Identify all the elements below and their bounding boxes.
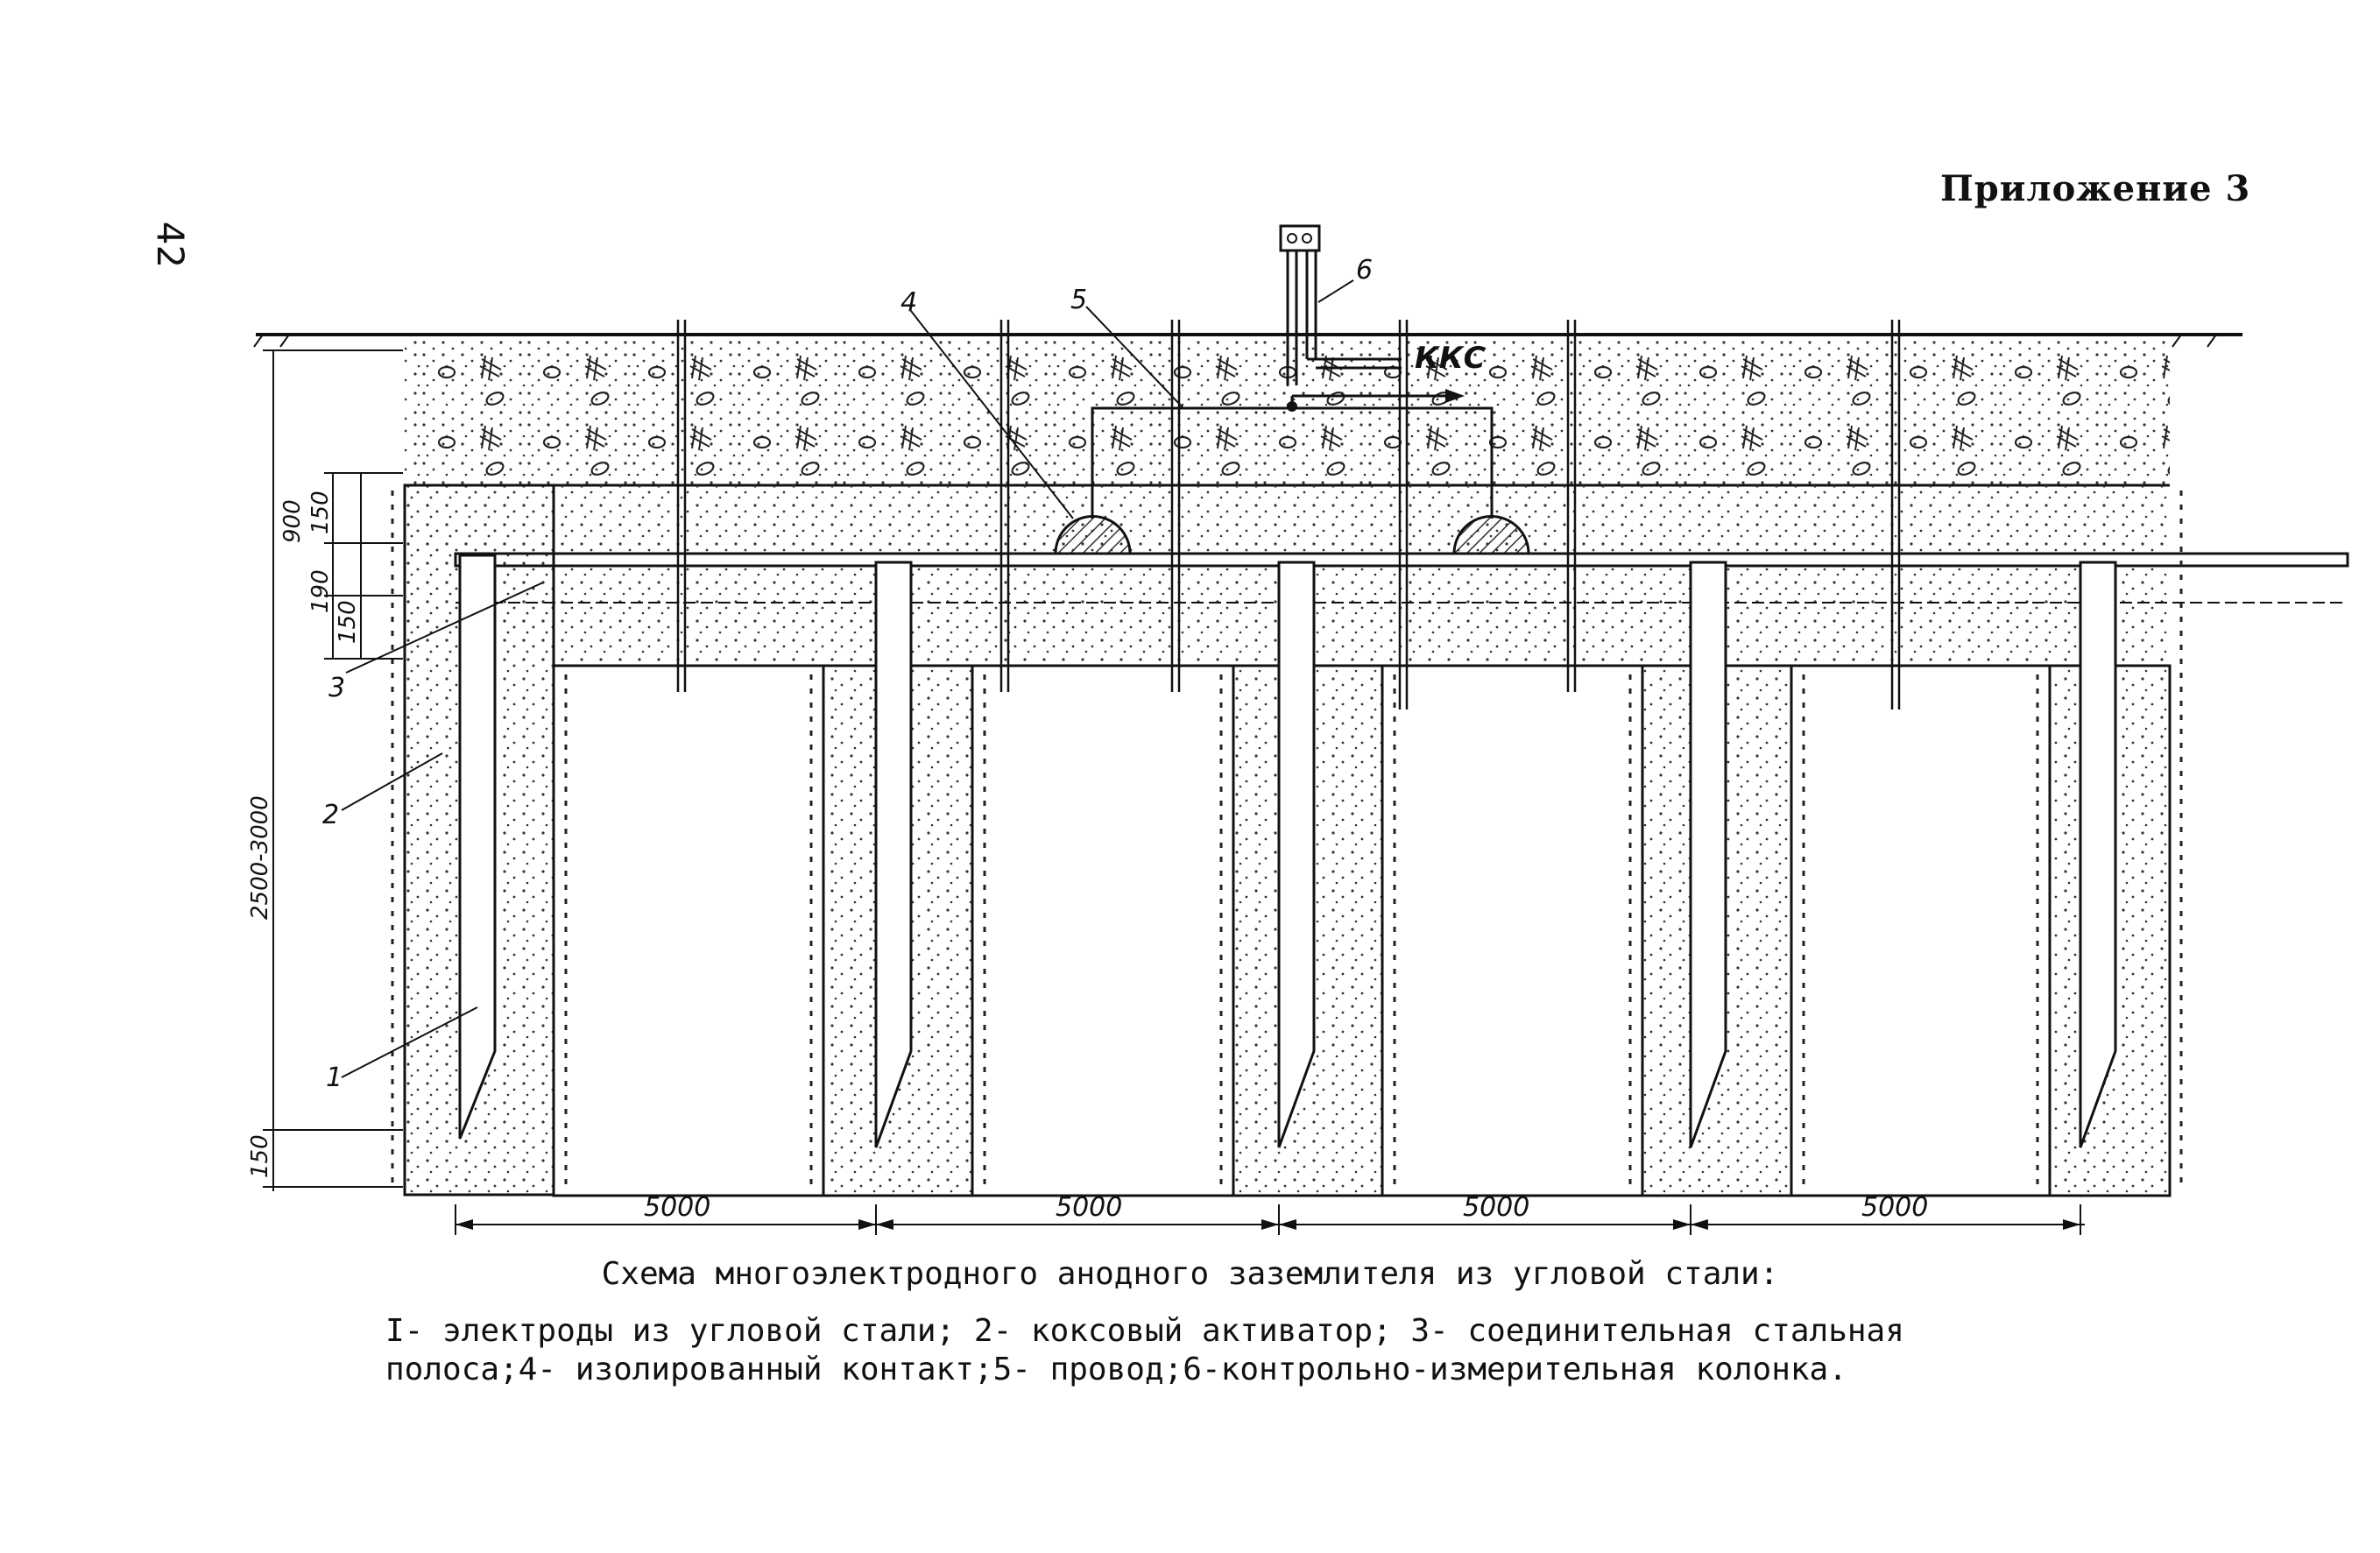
callout-6: 6	[1356, 255, 1373, 286]
control-column-head	[1279, 224, 1321, 252]
dim-900: 900	[279, 499, 306, 543]
dim-total-depth: 2500-3000	[247, 795, 273, 920]
column-4	[1641, 561, 1793, 1197]
column-3	[1232, 561, 1384, 1197]
appendix-title: Приложение 3	[1940, 168, 2251, 209]
callout-3: 3	[328, 673, 345, 703]
label-kks: ККС	[1415, 341, 1486, 376]
dim-150-bottom: 150	[335, 600, 361, 644]
legend-line-2: полоса;4- изолированный контакт;5- прово…	[385, 1351, 1847, 1387]
dim-spacing-1: 5000	[644, 1192, 710, 1223]
callout-2: 2	[322, 800, 339, 830]
caption-title: Схема многоэлектродного анодного заземли…	[601, 1256, 1779, 1292]
callout-5: 5	[1070, 285, 1087, 315]
insulated-contact-left	[1054, 515, 1132, 555]
column-1	[403, 484, 555, 1197]
insulated-contact-right	[1452, 515, 1530, 555]
dim-spacing-3: 5000	[1463, 1192, 1529, 1223]
dim-150-top: 150	[307, 491, 334, 534]
column-2	[822, 561, 974, 1197]
callout-1: 1	[326, 1062, 343, 1093]
callout-4: 4	[900, 287, 917, 318]
dim-190: 190	[307, 569, 334, 613]
dim-150-base: 150	[247, 1134, 273, 1178]
column-5	[2048, 561, 2172, 1197]
dim-spacing-2: 5000	[1056, 1192, 1122, 1223]
dim-spacing-4: 5000	[1861, 1192, 1928, 1223]
legend-line-1: I- электроды из угловой стали; 2- коксов…	[385, 1313, 1904, 1349]
caption-legend: I- электроды из угловой стали; 2- коксов…	[385, 1314, 2137, 1390]
